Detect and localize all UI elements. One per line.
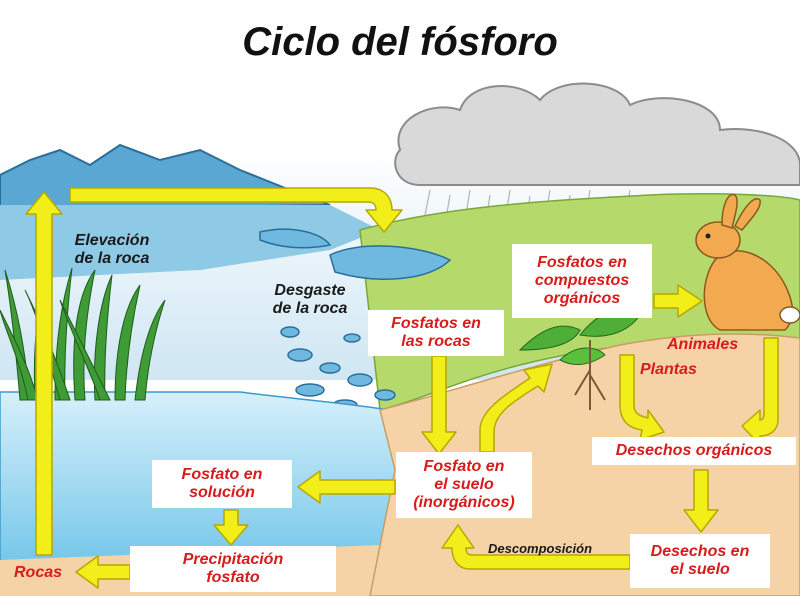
box-soil-phosphate: Fosfato en el suelo (inorgánicos) [396,452,532,518]
cloud [394,82,800,186]
arrow-uplift [25,191,63,556]
label-plants: Plantas [640,361,697,378]
arrow-decomposition [441,524,631,570]
arrow-soil-to-plants [479,363,553,453]
arrow-plants-to-waste [619,354,665,441]
mountain-slope [0,205,380,280]
box-organic-phosphates: Fosfatos en compuestos orgánicos [512,244,652,318]
arrow-waste-to-soil-waste [683,469,719,533]
label-rocks: Rocas [14,564,63,581]
arrow-rocks-to-soil [421,355,457,455]
label-decomposition: Descomposición [488,541,593,556]
label-uplift: Elevación de la roca [74,232,150,267]
box-soil-waste: Desechos en el suelo [630,534,770,588]
diagram-title: Ciclo del fósforo [242,20,558,64]
rabbit [695,193,800,331]
arrow-solution-to-precipitation [213,509,249,546]
box-precipitation: Precipitación fosfato [130,546,336,592]
box-organic-waste: Desechos orgánicos [592,437,796,465]
arrow-soil-to-solution [297,470,396,504]
box-rock-phosphates: Fosfatos en las rocas [368,310,504,356]
box-phosphate-solution: Fosfato en solución [152,460,292,508]
arrow-precipitation-to-rocks [75,555,131,589]
arrow-animals-to-waste [741,337,779,446]
arrow-top-to-weathering [69,187,403,233]
arrow-organic-to-animals [653,284,703,318]
label-weathering: Desgaste de la roca [272,282,348,317]
arrows [25,187,779,589]
label-animals: Animales [667,336,739,353]
